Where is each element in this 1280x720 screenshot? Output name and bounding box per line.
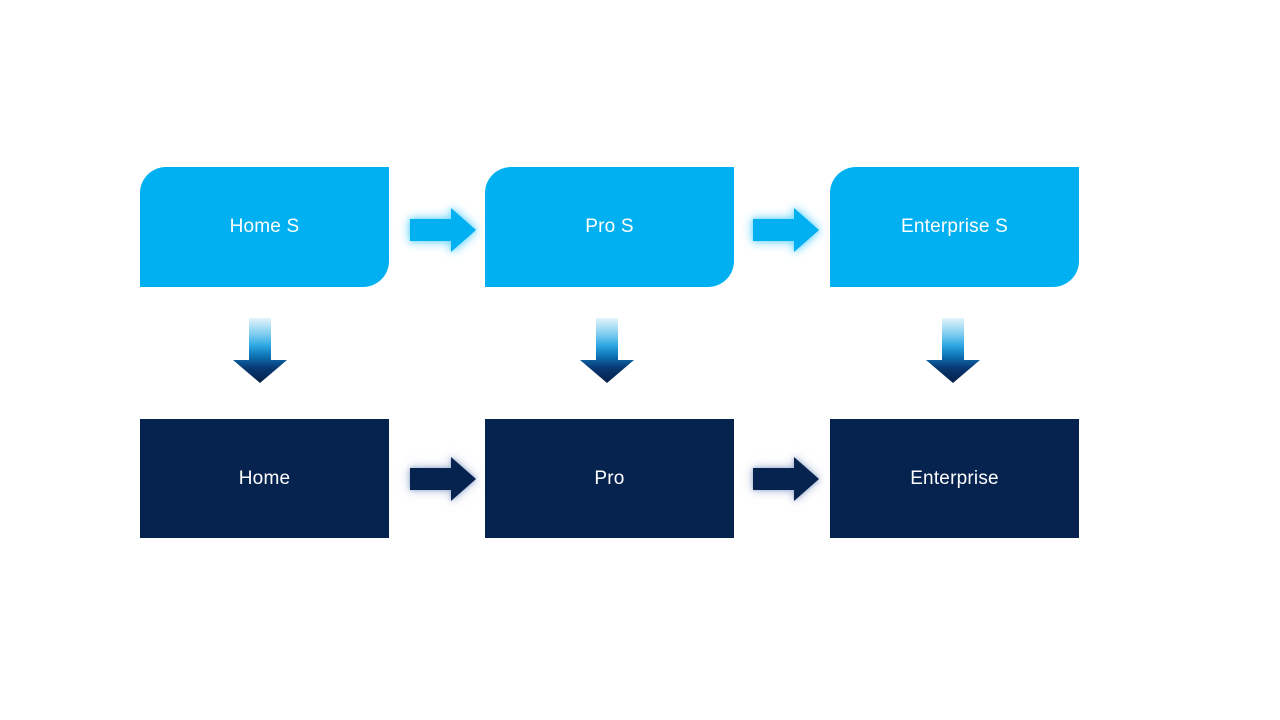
right-arrow-icon — [410, 208, 476, 252]
node-pro-label: Pro — [594, 467, 625, 489]
node-home-s: Home S — [140, 167, 389, 287]
node-enterprise-s: Enterprise S — [830, 167, 1079, 287]
down-arrow-icon — [580, 318, 634, 383]
right-arrow-icon — [753, 457, 819, 501]
right-arrow-icon — [753, 208, 819, 252]
node-home-s-label: Home S — [229, 216, 300, 237]
node-enterprise-label: Enterprise — [910, 467, 999, 489]
node-pro-s: Pro S — [485, 167, 734, 287]
node-enterprise-s-label: Enterprise S — [901, 216, 1008, 237]
down-arrow-icon — [926, 318, 980, 383]
node-home: Home — [140, 419, 389, 538]
node-home-label: Home — [238, 467, 291, 489]
node-pro-s-label: Pro S — [585, 216, 634, 237]
node-enterprise: Enterprise — [830, 419, 1079, 538]
node-pro: Pro — [485, 419, 734, 538]
down-arrow-icon — [233, 318, 287, 383]
right-arrow-icon — [410, 457, 476, 501]
